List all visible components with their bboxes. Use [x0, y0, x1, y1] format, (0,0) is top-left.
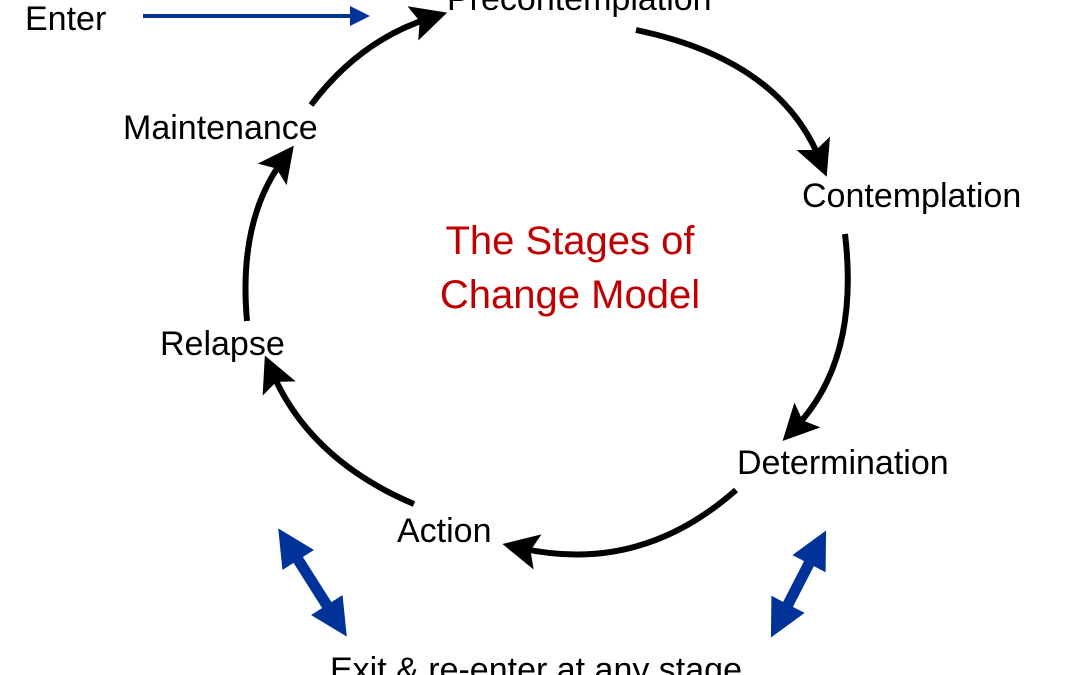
- exit-double-arrow-left: [278, 528, 347, 637]
- stage-maintenance: Maintenance: [123, 109, 318, 147]
- arrow-action-to-relapse: [262, 355, 416, 507]
- arrow-relapse-to-maintenance: [242, 145, 294, 322]
- enter-label: Enter: [25, 0, 106, 38]
- arrow-contemplation-to-determination: [782, 233, 851, 442]
- title-line-1: The Stages of: [445, 219, 695, 263]
- arrow-precontemplation-to-contemplation: [635, 27, 831, 177]
- stage-precontemplation: Precontemplation: [447, 0, 712, 18]
- exit-label: Exit & re-enter at any stage: [330, 651, 742, 675]
- title-line-2: Change Model: [440, 273, 700, 317]
- stage-action: Action: [397, 512, 492, 550]
- arrow-determination-to-action: [502, 487, 738, 570]
- stage-determination: Determination: [737, 444, 949, 482]
- stage-relapse: Relapse: [160, 325, 285, 363]
- arrow-maintenance-to-precontemplation: [308, 6, 448, 107]
- exit-double-arrow-right: [770, 530, 827, 638]
- stage-contemplation: Contemplation: [802, 177, 1021, 215]
